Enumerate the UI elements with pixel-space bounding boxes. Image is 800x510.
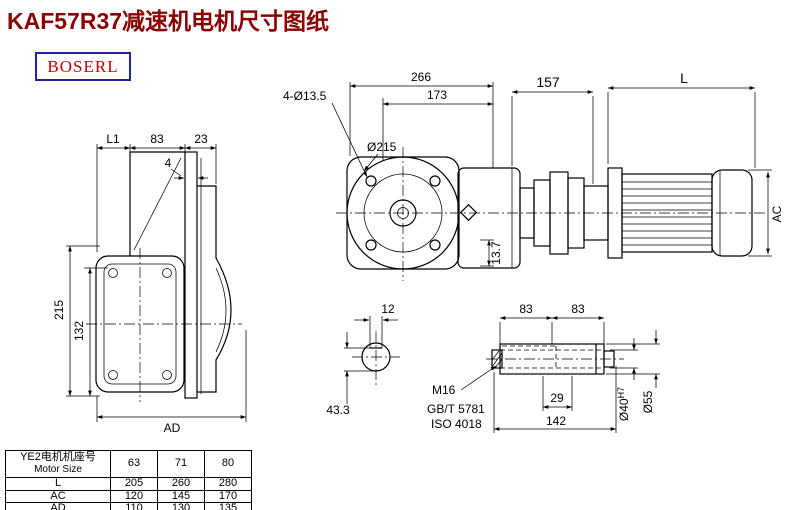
oil-plug — [459, 203, 478, 222]
dim-bore-value: Ø40 — [617, 398, 631, 421]
housing-box-outer — [95, 255, 185, 393]
page-title: KAF57R37减速机电机尺寸图纸 — [7, 8, 330, 34]
motor-dimensions: 157 L AC — [511, 70, 784, 257]
dim-bore-40: Ø40H7 — [616, 387, 631, 421]
dim-23: 23 — [194, 132, 208, 146]
left-side-view — [86, 151, 242, 402]
key-section-view: 12 43.3 — [326, 302, 400, 417]
label-std-gb: GB/T 5781 — [427, 402, 485, 416]
dim-215: 215 — [52, 300, 66, 320]
housing-box-inner — [103, 263, 177, 385]
gearbox-motor-view — [457, 167, 753, 269]
table-size-80: 80 — [204, 450, 252, 478]
side-view-dimensions: L1 83 23 4 215 132 AD — [52, 132, 247, 435]
dim-83-shaft-a: 83 — [519, 302, 533, 316]
dim-motor-length-L: L — [680, 70, 688, 86]
front-flange-view — [346, 147, 460, 281]
label-thread-M16: M16 — [432, 383, 456, 397]
row-label-AD: AD — [5, 502, 111, 510]
corner-bolt — [108, 370, 118, 380]
bolt-hole — [429, 239, 441, 251]
table-cell: 145 — [157, 489, 205, 504]
flange-circle — [346, 156, 460, 270]
row-label-L: L — [5, 477, 111, 491]
shaft-detail-view — [486, 343, 624, 375]
dim-bore-tolerance: H7 — [616, 387, 626, 399]
front-view-dimensions: 266 173 4-Ø13.5 Ø215 13.7 — [283, 70, 503, 267]
shaft-end-stub — [603, 350, 615, 368]
table-cell: 260 — [157, 477, 205, 491]
bolt-hole — [429, 175, 441, 187]
flange-plate-side — [184, 151, 198, 399]
dim-key-depth-43-3: 43.3 — [326, 403, 350, 417]
table-row-AD: AD 110 130 135 — [5, 502, 252, 510]
table-header-motor-size: YE2电机机座号 Motor Size — [5, 450, 111, 478]
dim-29: 29 — [550, 391, 564, 405]
label-std-iso: ISO 4018 — [431, 417, 482, 431]
table-cell: 130 — [157, 502, 205, 510]
corner-bolt — [108, 268, 118, 278]
corner-bolt — [162, 370, 172, 380]
table-header-row: YE2电机机座号 Motor Size 63 71 80 — [5, 450, 252, 478]
size-table: YE2电机机座号 Motor Size 63 71 80 L 205 260 2… — [5, 450, 252, 510]
brand-logo: BOSERL — [35, 52, 131, 81]
fan-cowl — [711, 169, 753, 257]
dim-266: 266 — [411, 70, 431, 84]
table-cell: 110 — [110, 502, 158, 510]
shaft-dimensions: 83 83 M16 GB/T 5781 ISO 4018 29 142 Ø40H… — [427, 302, 660, 433]
shaft-center-hole — [397, 207, 409, 219]
table-size-63: 63 — [110, 450, 158, 478]
dim-key-width-12: 12 — [381, 302, 395, 316]
dim-AD: AD — [164, 421, 181, 435]
table-header-en: Motor Size — [34, 464, 82, 475]
table-header-cn: YE2电机机座号 — [20, 451, 96, 464]
table-cell: 120 — [110, 489, 158, 504]
dim-157: 157 — [536, 74, 560, 90]
bolt-hole — [365, 239, 377, 251]
dim-132: 132 — [72, 321, 86, 341]
corner-bolt — [162, 268, 172, 278]
bolt-hole — [365, 175, 377, 187]
dim-flange-diameter: Ø215 — [367, 140, 397, 154]
output-boss-arc — [215, 267, 227, 353]
dim-bolt-holes: 4-Ø13.5 — [283, 89, 327, 103]
shaft-hole — [389, 199, 417, 227]
dim-outer-55: Ø55 — [641, 390, 655, 413]
table-cell: 170 — [204, 489, 252, 504]
dim-L1: L1 — [106, 132, 120, 146]
table-row-L: L 205 260 280 — [5, 477, 252, 491]
dim-13-7: 13.7 — [489, 241, 503, 265]
dim-83-shaft-b: 83 — [571, 302, 585, 316]
table-cell: 205 — [110, 477, 158, 491]
table-row-AC: AC 120 145 170 — [5, 489, 252, 504]
dim-173: 173 — [427, 88, 447, 102]
table-cell: 280 — [204, 477, 252, 491]
table-cell: 135 — [204, 502, 252, 510]
flange-pilot-circle — [363, 173, 443, 253]
dim-plate-4: 4 — [165, 156, 172, 170]
table-size-71: 71 — [157, 450, 205, 478]
gearbox-profile — [197, 185, 232, 393]
dim-142: 142 — [546, 414, 566, 428]
brand-logo-text: BOSERL — [47, 56, 119, 76]
dim-83-side: 83 — [150, 132, 164, 146]
row-label-AC: AC — [5, 489, 111, 504]
dim-motor-diameter-AC: AC — [770, 205, 784, 222]
